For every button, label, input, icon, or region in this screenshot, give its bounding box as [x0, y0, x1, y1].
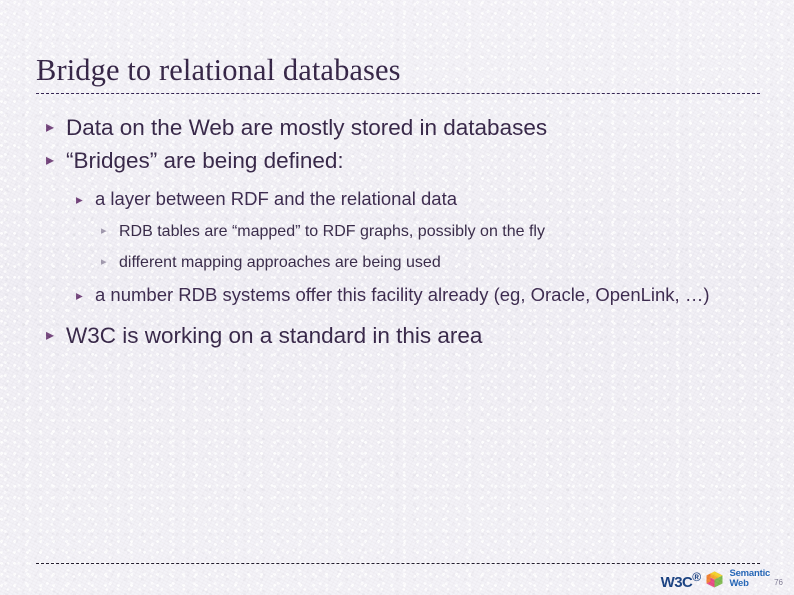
footer-logos: W3C® Semantic Web 76	[661, 569, 784, 590]
semantic-web-wordmark: Semantic Web	[729, 569, 770, 589]
list-item-text: Data on the Web are mostly stored in dat…	[66, 115, 548, 140]
list-item: ▸ a number RDB systems offer this facili…	[0, 282, 794, 308]
bullet-triangle-icon: ▸	[46, 119, 55, 136]
spacer	[0, 178, 794, 186]
list-item: ▸ RDB tables are “mapped” to RDF graphs,…	[0, 220, 794, 243]
w3c-logo: W3C®	[661, 571, 701, 590]
list-item: ▸ Data on the Web are mostly stored in d…	[0, 112, 794, 143]
bullet-triangle-icon: ▸	[46, 152, 55, 169]
page-number: 76	[774, 578, 783, 587]
bullet-triangle-icon: ▸	[76, 192, 83, 207]
bullet-triangle-icon: ▸	[101, 256, 107, 268]
list-item: ▸ “Bridges” are being defined:	[0, 145, 794, 176]
list-item: ▸ W3C is working on a standard in this a…	[0, 320, 794, 351]
footer-divider	[36, 563, 760, 564]
bullet-triangle-icon: ▸	[76, 288, 83, 303]
bullet-triangle-icon: ▸	[101, 225, 107, 237]
slide-body: ▸ Data on the Web are mostly stored in d…	[0, 112, 794, 353]
bullet-triangle-icon: ▸	[46, 327, 55, 344]
list-item-text: RDB tables are “mapped” to RDF graphs, p…	[119, 223, 545, 240]
title-divider-top	[36, 93, 760, 94]
list-item-text: a number RDB systems offer this facility…	[95, 284, 710, 305]
list-item-text: a layer between RDF and the relational d…	[95, 188, 457, 209]
w3c-logo-text: W3C	[660, 573, 693, 591]
spacer	[0, 311, 794, 320]
list-item: ▸ different mapping approaches are being…	[0, 251, 794, 274]
list-item: ▸ a layer between RDF and the relational…	[0, 186, 794, 212]
list-item-text: W3C is working on a standard in this are…	[66, 323, 483, 348]
page-title: Bridge to relational databases	[36, 53, 401, 87]
list-item-text: “Bridges” are being defined:	[66, 148, 344, 173]
list-item-text: different mapping approaches are being u…	[119, 254, 441, 271]
semantic-web-line2: Web	[729, 578, 749, 589]
w3c-logo-mark: ®	[692, 569, 701, 584]
slide-footer: W3C® Semantic Web 76	[0, 568, 794, 595]
semantic-web-cube-icon	[705, 570, 724, 589]
semantic-web-line1: Semantic	[729, 568, 771, 579]
